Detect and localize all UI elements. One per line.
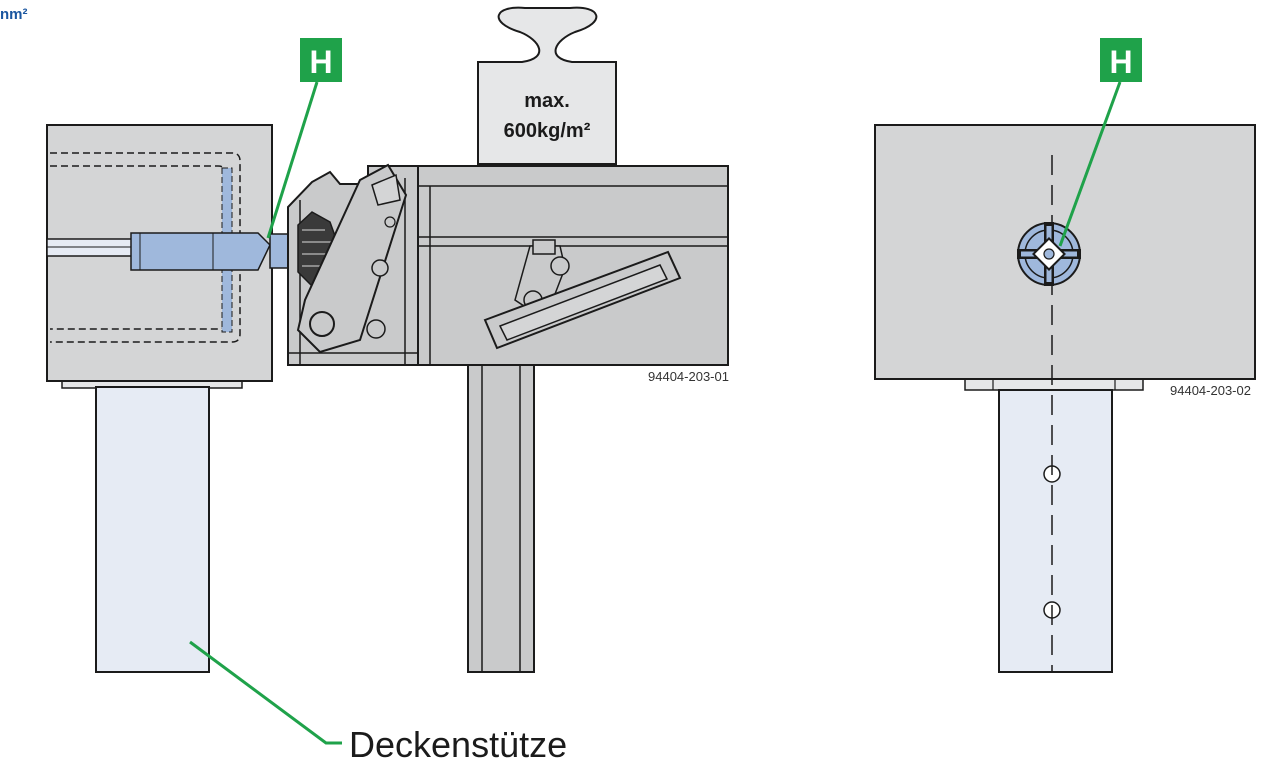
callout-h-right: H bbox=[1058, 38, 1142, 247]
figure-code-right: 94404-203-02 bbox=[1170, 383, 1251, 398]
callout-h-left: H bbox=[266, 38, 342, 239]
slot-bracket bbox=[483, 239, 682, 350]
left-prop bbox=[95, 386, 210, 673]
right-prop bbox=[998, 389, 1113, 673]
caption-deckenstuetze: Deckenstütze bbox=[189, 640, 567, 765]
callout-h-right-label: H bbox=[1109, 44, 1132, 80]
callout-h-left-label: H bbox=[309, 44, 332, 80]
weight-text-line2: 600kg/m² bbox=[504, 120, 591, 142]
caption-label: Deckenstütze bbox=[349, 724, 567, 765]
anchor-face bbox=[1017, 222, 1081, 286]
right-view: 94404-203-02 H bbox=[874, 38, 1256, 673]
corner-text: nm² bbox=[0, 6, 28, 23]
figure-code-left: 94404-203-01 bbox=[648, 369, 729, 384]
right-panel-left-view bbox=[417, 165, 729, 366]
clamp-mechanism bbox=[287, 163, 419, 366]
weight-text-line1: max. bbox=[524, 90, 570, 112]
left-view: max. 600kg/m² 94404-203-01 H Deckenstütz… bbox=[46, 6, 729, 765]
left-panel bbox=[46, 124, 299, 382]
weight-symbol: max. 600kg/m² bbox=[477, 6, 617, 165]
center-prop bbox=[467, 364, 535, 673]
